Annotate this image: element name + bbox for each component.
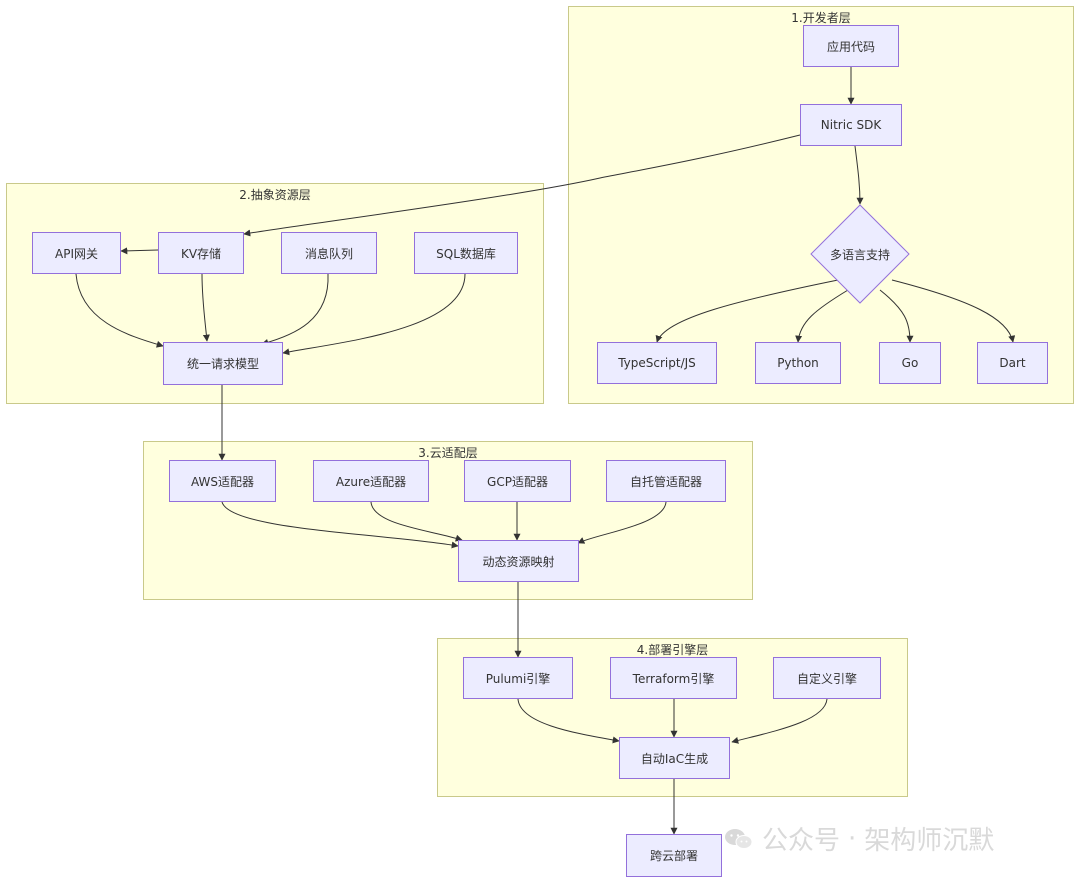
node-label: 自托管适配器 xyxy=(629,474,702,489)
node-auto-iac[interactable]: 自动IaC生成 xyxy=(619,737,730,779)
node-cross-cloud-deploy[interactable]: 跨云部署 xyxy=(626,834,722,877)
node-app-code[interactable]: 应用代码 xyxy=(803,25,899,67)
edge-sdk-kv xyxy=(243,134,801,237)
node-label: TypeScript/JS xyxy=(618,356,696,370)
node-label: AWS适配器 xyxy=(190,474,255,489)
cluster-title: 1.开发者层 xyxy=(791,11,851,25)
node-self-hosted-adapter[interactable]: 自托管适配器 xyxy=(606,460,726,502)
watermark-text-1: 公众号 xyxy=(762,826,841,856)
node-label: 自动IaC生成 xyxy=(640,751,709,766)
edge-custom-iac xyxy=(731,698,828,744)
edge-multilang-ts xyxy=(655,279,839,343)
node-label: 统一请求模型 xyxy=(186,357,259,371)
node-aws-adapter[interactable]: AWS适配器 xyxy=(169,460,276,502)
node-typescript[interactable]: TypeScript/JS xyxy=(597,342,717,384)
edge-kv-unified xyxy=(201,273,210,342)
node-pulumi-engine[interactable]: Pulumi引擎 xyxy=(463,657,573,699)
node-gcp-adapter[interactable]: GCP适配器 xyxy=(464,460,571,502)
node-label: KV存储 xyxy=(180,246,222,261)
node-message-queue[interactable]: 消息队列 xyxy=(281,232,377,274)
node-label: Python xyxy=(777,356,819,370)
node-dart[interactable]: Dart xyxy=(977,342,1048,384)
node-label: 多语言支持 xyxy=(829,247,890,262)
edge-sdk-multilang xyxy=(854,145,864,205)
node-azure-adapter[interactable]: Azure适配器 xyxy=(313,460,429,502)
edge-mq-unified xyxy=(261,273,329,346)
node-label: 应用代码 xyxy=(826,39,875,54)
node-label: SQL数据库 xyxy=(436,246,496,261)
edge-kv-api xyxy=(120,247,159,255)
edge-sql-unified xyxy=(282,273,466,356)
node-label: Nitric SDK xyxy=(820,118,882,132)
edge-multilang-go xyxy=(879,289,914,343)
node-label: Pulumi引擎 xyxy=(485,671,551,686)
node-sql-db[interactable]: SQL数据库 xyxy=(414,232,518,274)
node-dynamic-resource-mapping[interactable]: 动态资源映射 xyxy=(458,540,579,582)
node-unified-request-model[interactable]: 统一请求模型 xyxy=(163,342,283,385)
wechat-icon xyxy=(725,828,753,849)
node-label: Dart xyxy=(999,356,1026,370)
watermark-text-2: 架构师沉默 xyxy=(864,826,995,856)
cluster-title: 4.部署引擎层 xyxy=(636,643,709,657)
node-python[interactable]: Python xyxy=(755,342,841,384)
node-terraform-engine[interactable]: Terraform引擎 xyxy=(610,657,737,699)
node-label: 跨云部署 xyxy=(649,849,698,863)
node-label: 动态资源映射 xyxy=(482,554,555,569)
watermark: 公众号 · 架构师沉默 xyxy=(724,820,994,857)
edge-self-mapping xyxy=(577,501,667,544)
edge-api-unified xyxy=(75,273,164,348)
node-label: API网关 xyxy=(55,246,98,261)
node-label: Go xyxy=(901,356,919,370)
watermark-separator: · xyxy=(848,823,857,854)
diamond-shape xyxy=(810,204,910,304)
node-go[interactable]: Go xyxy=(879,342,941,384)
node-api-gateway[interactable]: API网关 xyxy=(32,232,121,274)
cluster-developer-layer: 1.开发者层 xyxy=(568,6,1074,404)
node-label: Azure适配器 xyxy=(335,474,407,489)
node-label: Terraform引擎 xyxy=(632,671,715,686)
node-multi-lang-support[interactable]: 多语言支持 xyxy=(810,204,910,304)
node-kv-store[interactable]: KV存储 xyxy=(158,232,244,274)
edge-multilang-dart xyxy=(891,279,1016,343)
node-custom-engine[interactable]: 自定义引擎 xyxy=(773,657,881,699)
edge-aws-mapping xyxy=(221,501,459,549)
node-label: 消息队列 xyxy=(304,246,353,261)
edge-pulumi-iac xyxy=(517,698,620,744)
node-nitric-sdk[interactable]: Nitric SDK xyxy=(800,104,902,146)
cluster-title: 3.云适配层 xyxy=(418,446,478,460)
node-label: 自定义引擎 xyxy=(796,671,857,686)
edge-azure-mapping xyxy=(370,501,463,542)
node-label: GCP适配器 xyxy=(487,474,548,489)
edge-multilang-python xyxy=(795,289,849,343)
cluster-title: 2.抽象资源层 xyxy=(239,188,311,202)
